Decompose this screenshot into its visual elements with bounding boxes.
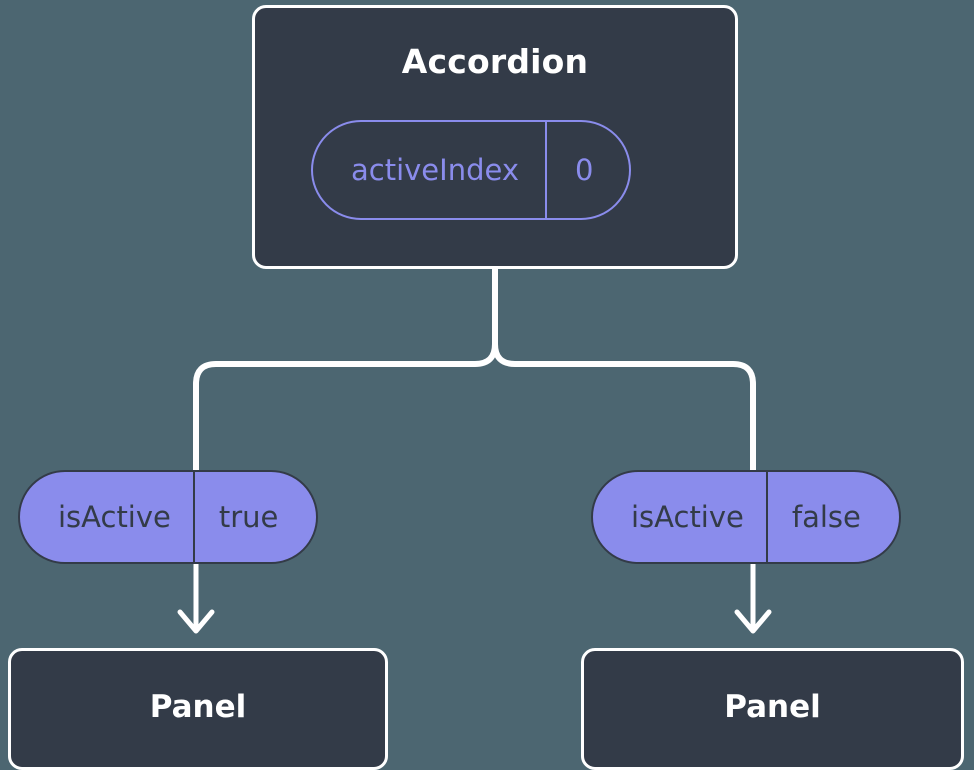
prop-pill-active-index[interactable]: activeIndex 0: [311, 120, 632, 220]
connector-root-fork-right: [492, 341, 756, 473]
node-panel-right[interactable]: Panel: [581, 648, 964, 770]
node-panel-left[interactable]: Panel: [8, 648, 388, 770]
node-panel-left-title: Panel: [149, 688, 247, 725]
connector-root-fork: [193, 266, 498, 473]
prop-key-is-active-left: isActive: [58, 499, 171, 534]
prop-pill-is-active-true[interactable]: isActive true: [18, 470, 319, 564]
prop-value-active-index: 0: [544, 122, 629, 218]
connector-left-arrow-head: [177, 609, 215, 634]
node-accordion[interactable]: Accordion activeIndex 0: [252, 5, 738, 269]
prop-key-is-active-right: isActive: [631, 499, 744, 534]
prop-value-is-active-right: false: [765, 472, 899, 562]
node-accordion-title: Accordion: [401, 42, 589, 81]
prop-key-active-index: activeIndex: [351, 152, 519, 187]
prop-value-is-active-left: true: [192, 472, 317, 562]
connector-right-arrow-head: [734, 609, 772, 634]
prop-pill-is-active-false[interactable]: isActive false: [591, 470, 901, 564]
node-panel-right-title: Panel: [724, 688, 821, 725]
